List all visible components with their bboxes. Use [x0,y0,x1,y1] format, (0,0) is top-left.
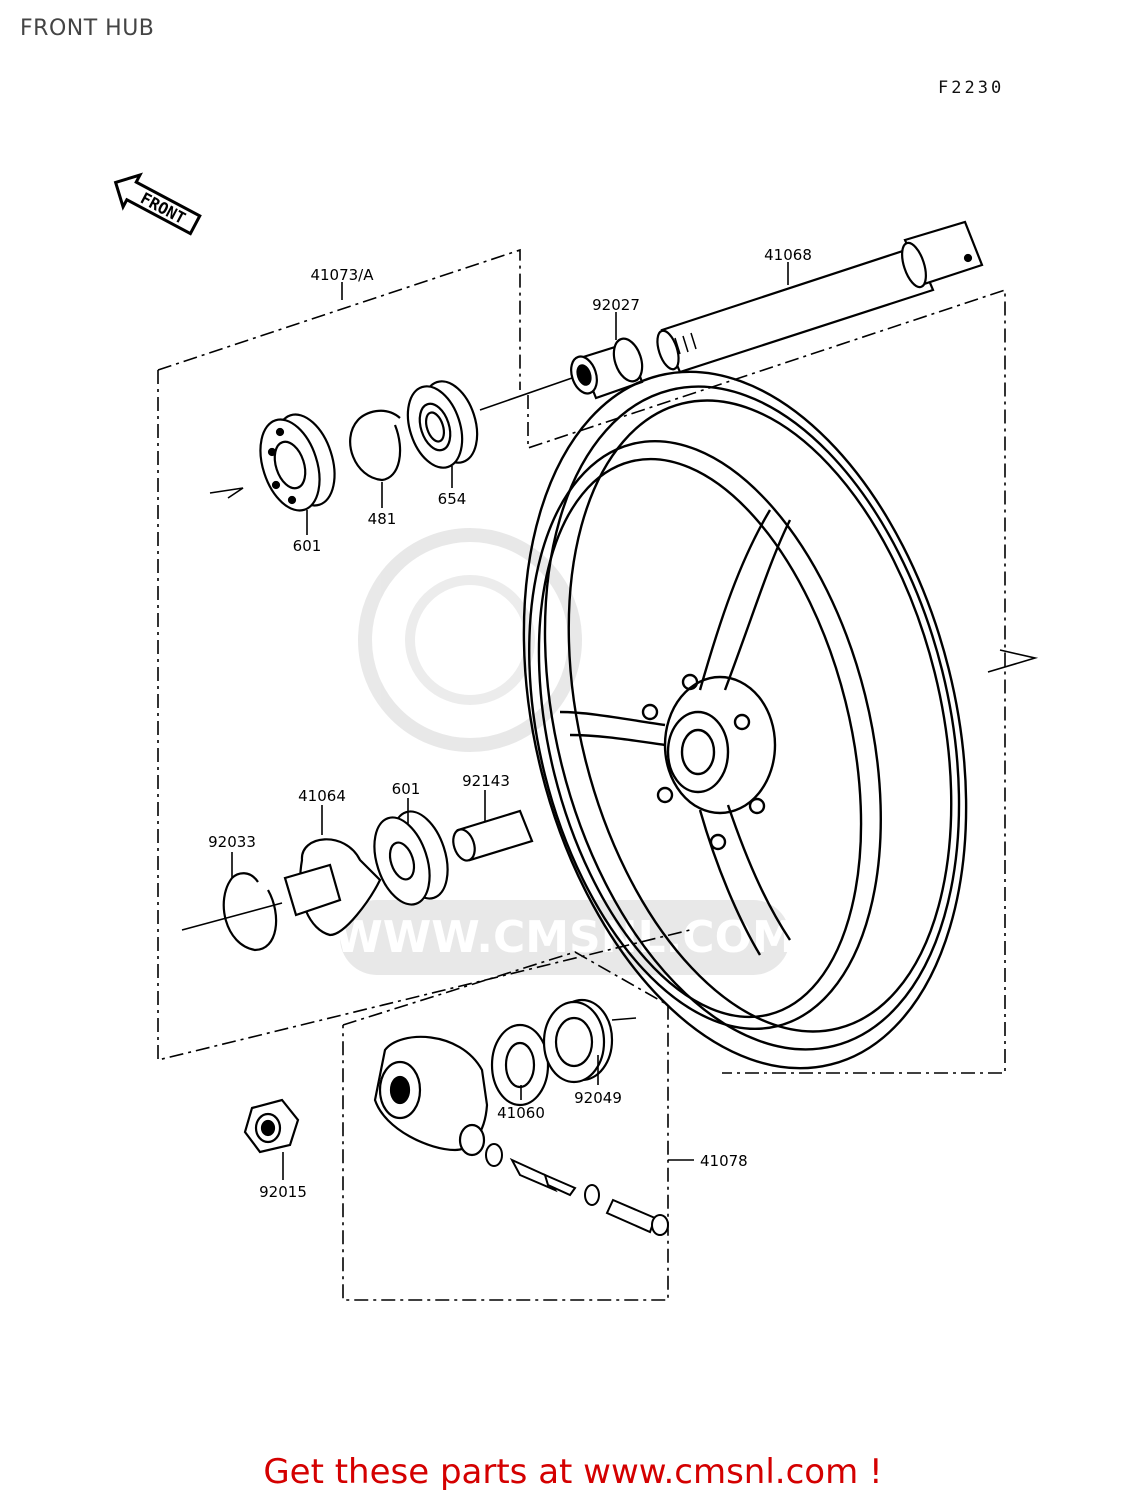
part-labels: 41073/A 41068 92027 654 481 601 41064 60… [208,246,812,1201]
part-label: 41078 [700,1152,748,1170]
meter-pinion-parts [485,1143,669,1236]
circlip-92033 [222,872,278,952]
axle-shaft [656,220,984,374]
ball-bearing-601-top [259,413,336,512]
part-label: 92143 [462,772,510,790]
oil-seal-92049 [542,998,614,1084]
part-label: 601 [293,537,322,555]
part-label: 601 [392,780,421,798]
front-wheel [522,370,968,1070]
meter-gear-41060 [490,1023,550,1107]
watermark-text: WWW.CMSNL.COM [334,912,796,963]
circlip-481 [349,409,402,482]
part-label: 481 [368,510,397,528]
ball-bearing-601-lower [373,810,449,906]
collar-92143 [452,809,534,862]
part-label: 41060 [497,1104,545,1122]
footer-link[interactable]: Get these parts at www.cmsnl.com ! [263,1452,883,1492]
part-label: 92049 [574,1089,622,1107]
page-title: FRONT HUB [20,16,155,41]
part-label: 92015 [259,1183,307,1201]
front-arrow-label: FRONT [137,189,188,228]
part-label: 92033 [208,833,256,851]
meter-gear-housing [373,1035,489,1157]
axle-nut-92015 [243,1098,300,1154]
assembly-boundary-41078 [342,951,669,1301]
part-label: 92027 [592,296,640,314]
assembly-boundary-41073 [157,248,1006,1074]
part-label: 41073/A [310,266,374,284]
collar-92027 [570,337,644,400]
part-label: 654 [438,490,467,508]
part-label: 41064 [298,787,346,805]
figure-code: F2230 [938,78,1005,98]
oil-seal-654 [406,380,479,469]
front-direction-arrow: FRONT [113,172,202,236]
part-label: 41068 [764,246,812,264]
parts-diagram: WWW.CMSNL.COM FRONT [113,172,1039,1301]
coupling-41064 [283,838,382,937]
leader-lines [181,262,1039,1180]
watermark-logo: WWW.CMSNL.COM [334,528,796,975]
